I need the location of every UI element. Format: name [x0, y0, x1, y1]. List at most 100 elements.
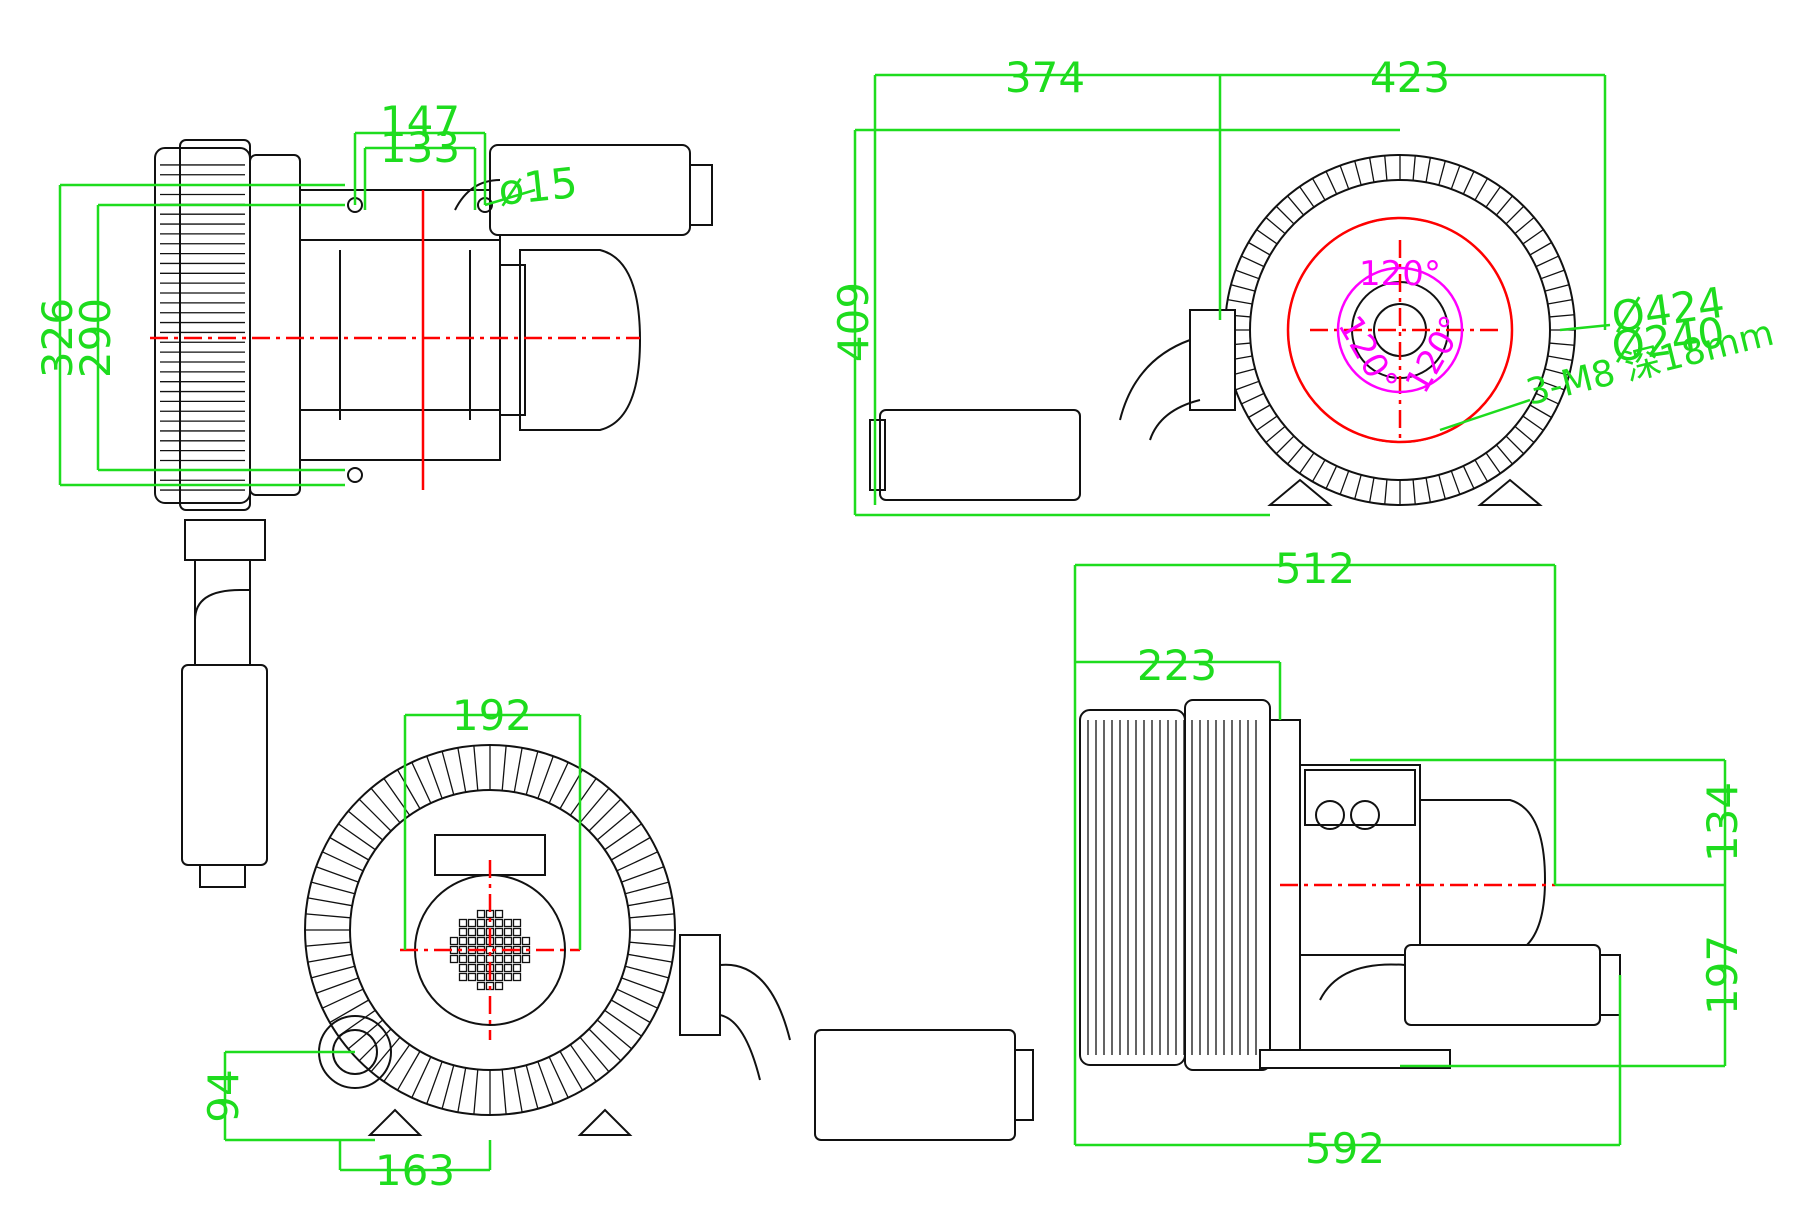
fin [1311, 178, 1326, 201]
fin [1529, 241, 1552, 256]
grille-cell [467, 936, 477, 946]
side-pipe [1319, 963, 1406, 1001]
dim-hole: ø15 [496, 158, 580, 215]
fin [1522, 415, 1544, 431]
dim-length-blower: 223 [1137, 641, 1217, 690]
fin [621, 977, 665, 994]
grille-cell [476, 918, 486, 928]
dim-line-290 [96, 203, 345, 472]
fin [1265, 217, 1286, 235]
dim-width-right: 423 [1370, 53, 1450, 102]
grille-cell [512, 918, 522, 928]
grille-cell [467, 963, 477, 973]
grille-cell [494, 954, 504, 964]
fin [1495, 195, 1513, 216]
rear-silencer [814, 1029, 1016, 1141]
fin [1235, 269, 1260, 280]
grille-cell [503, 963, 513, 973]
fin [1265, 425, 1286, 443]
dim-line-94 [223, 1050, 375, 1142]
dim-port-height: 94 [199, 1069, 248, 1122]
fin [625, 965, 669, 979]
bottom-pipe-down [194, 590, 251, 665]
side-silencer [1404, 944, 1601, 1026]
fin [1549, 314, 1575, 318]
fin [629, 941, 675, 947]
fin [1325, 465, 1338, 489]
grille-cell [503, 927, 513, 937]
fin [1474, 178, 1489, 201]
fin [1540, 380, 1565, 391]
fin [1325, 171, 1338, 195]
fin [1339, 470, 1350, 495]
side-fan-cover [1419, 799, 1547, 956]
fin [1485, 452, 1501, 474]
fin [1535, 255, 1559, 268]
grille-cell [503, 936, 513, 946]
fin [1384, 479, 1388, 505]
dim-top-inner: 133 [380, 123, 460, 172]
fin [1450, 165, 1461, 190]
grille-cell [476, 981, 486, 991]
dim-height: 409 [829, 282, 878, 362]
fin [1522, 229, 1544, 245]
grille-cell [467, 972, 477, 982]
fin [1505, 435, 1525, 455]
fin [1529, 404, 1552, 419]
fin [629, 913, 675, 919]
fin [307, 953, 353, 963]
fin [604, 1009, 642, 1037]
top-silencer-cap [689, 164, 713, 226]
side-base [1259, 1049, 1451, 1069]
fin [1549, 342, 1575, 346]
motor-flange [499, 264, 526, 416]
grille-cell [512, 972, 522, 982]
fin [1438, 474, 1446, 500]
fin [347, 810, 384, 841]
terminal-box-side [1304, 769, 1416, 826]
fin [1311, 459, 1326, 482]
fin [1287, 444, 1305, 465]
fin [329, 999, 370, 1024]
grille-cell [512, 936, 522, 946]
fin [625, 881, 669, 895]
fin [1438, 160, 1446, 186]
fin [457, 1067, 467, 1113]
grille-cell [467, 927, 477, 937]
fin [588, 1028, 622, 1062]
fin [1275, 205, 1295, 225]
grille-cell [494, 918, 504, 928]
fin [358, 798, 392, 832]
fin [1299, 452, 1315, 474]
gland-2 [1350, 800, 1380, 830]
motor [519, 249, 642, 431]
fin [315, 977, 359, 994]
fin [1368, 157, 1375, 183]
fin [1547, 355, 1573, 362]
fin [322, 988, 364, 1009]
grille-cell [476, 936, 486, 946]
fin [315, 866, 359, 883]
fin [513, 1067, 523, 1113]
side-view: 512 223 134 197 592 [1073, 544, 1747, 1173]
fin [1248, 241, 1271, 256]
fin [441, 1065, 455, 1109]
dim-feet: 163 [375, 1146, 455, 1195]
fin [1544, 368, 1570, 376]
rear-fins [305, 745, 675, 1115]
fin [569, 778, 597, 816]
bolt-hole-bottom [347, 467, 363, 483]
fin [411, 762, 432, 804]
grille-cell [458, 954, 468, 964]
fin [1412, 479, 1416, 505]
fin [1368, 477, 1375, 503]
dim-height-lower: 197 [1698, 935, 1747, 1015]
dim-line-192 [403, 713, 582, 950]
fin [513, 747, 523, 793]
fin [1384, 155, 1388, 181]
body-lines [300, 239, 500, 420]
leader-dia [1559, 323, 1611, 332]
grille-cell [512, 963, 522, 973]
fin [501, 745, 507, 791]
fin [322, 851, 364, 872]
